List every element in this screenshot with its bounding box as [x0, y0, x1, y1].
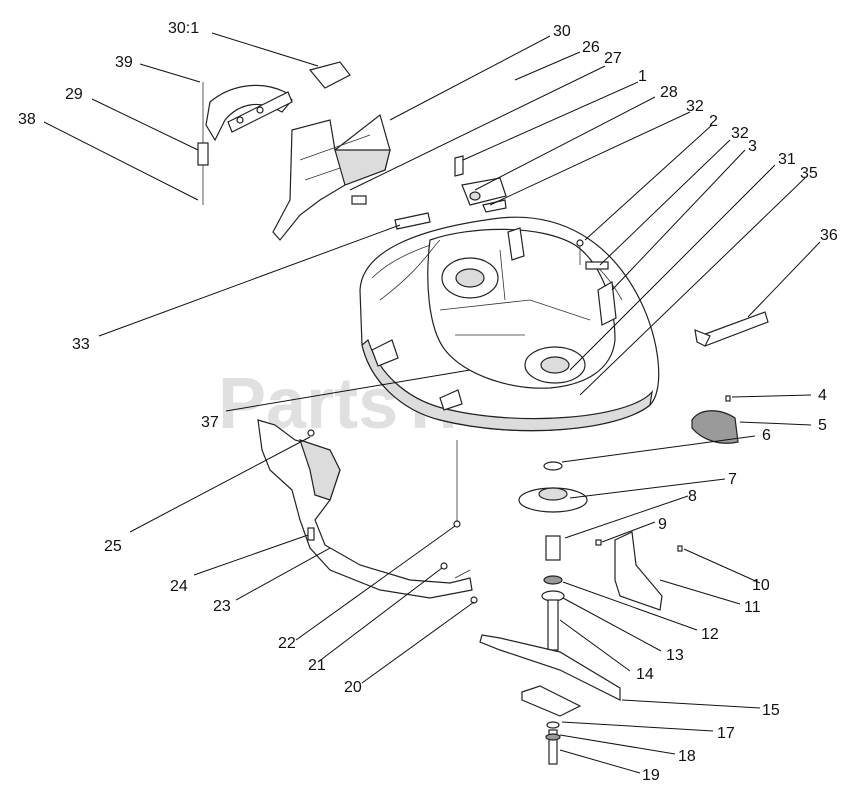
callout-18: 18 — [678, 748, 696, 765]
callout-21: 21 — [308, 657, 326, 674]
callout-14: 14 — [636, 666, 654, 683]
callout-4: 4 — [818, 387, 827, 404]
callout-38: 38 — [18, 111, 36, 128]
callout-7: 7 — [728, 471, 737, 488]
callout-20: 20 — [344, 679, 362, 696]
callout-37: 37 — [201, 414, 219, 431]
callout-29: 29 — [65, 86, 83, 103]
callout-19: 19 — [642, 767, 660, 784]
callout-26: 26 — [582, 39, 600, 56]
callout-35: 35 — [800, 165, 818, 182]
callout-22: 22 — [278, 635, 296, 652]
callout-2: 2 — [709, 113, 718, 130]
discharge-chute-assembly — [197, 61, 507, 241]
leader-lines — [43, 32, 821, 774]
callout-30: 30 — [553, 23, 571, 40]
spindle-assembly — [479, 461, 683, 765]
callout-9: 9 — [658, 516, 667, 533]
callout-23: 23 — [213, 598, 231, 615]
callout-1: 1 — [638, 68, 647, 85]
callout-31: 31 — [778, 151, 796, 168]
callout-24: 24 — [170, 578, 188, 595]
callout-11: 11 — [744, 599, 761, 616]
callout-25: 25 — [104, 538, 122, 555]
callout-39: 39 — [115, 54, 133, 71]
callout-10: 10 — [752, 577, 770, 594]
callout-32-upper: 32 — [686, 98, 704, 115]
callout-32-lower: 32 — [731, 125, 749, 142]
callout-6: 6 — [762, 427, 771, 444]
right-side-parts — [691, 311, 769, 444]
rear-baffle — [257, 419, 473, 599]
callout-5: 5 — [818, 417, 827, 434]
callout-33: 33 — [72, 336, 90, 353]
callout-13: 13 — [666, 647, 684, 664]
callout-3: 3 — [748, 138, 757, 155]
callout-27: 27 — [604, 50, 622, 67]
callout-36: 36 — [820, 227, 838, 244]
fasteners — [307, 239, 609, 604]
callout-8: 8 — [688, 488, 697, 505]
callout-30-1: 30:1 — [168, 20, 199, 37]
callout-12: 12 — [701, 626, 719, 643]
callout-17: 17 — [717, 725, 735, 742]
mower-deck-housing — [359, 216, 660, 432]
callout-28: 28 — [660, 84, 678, 101]
callout-labels: 30:1 30 26 27 39 29 38 1 28 32 2 32 3 31… — [18, 20, 838, 784]
callout-15: 15 — [762, 702, 780, 719]
